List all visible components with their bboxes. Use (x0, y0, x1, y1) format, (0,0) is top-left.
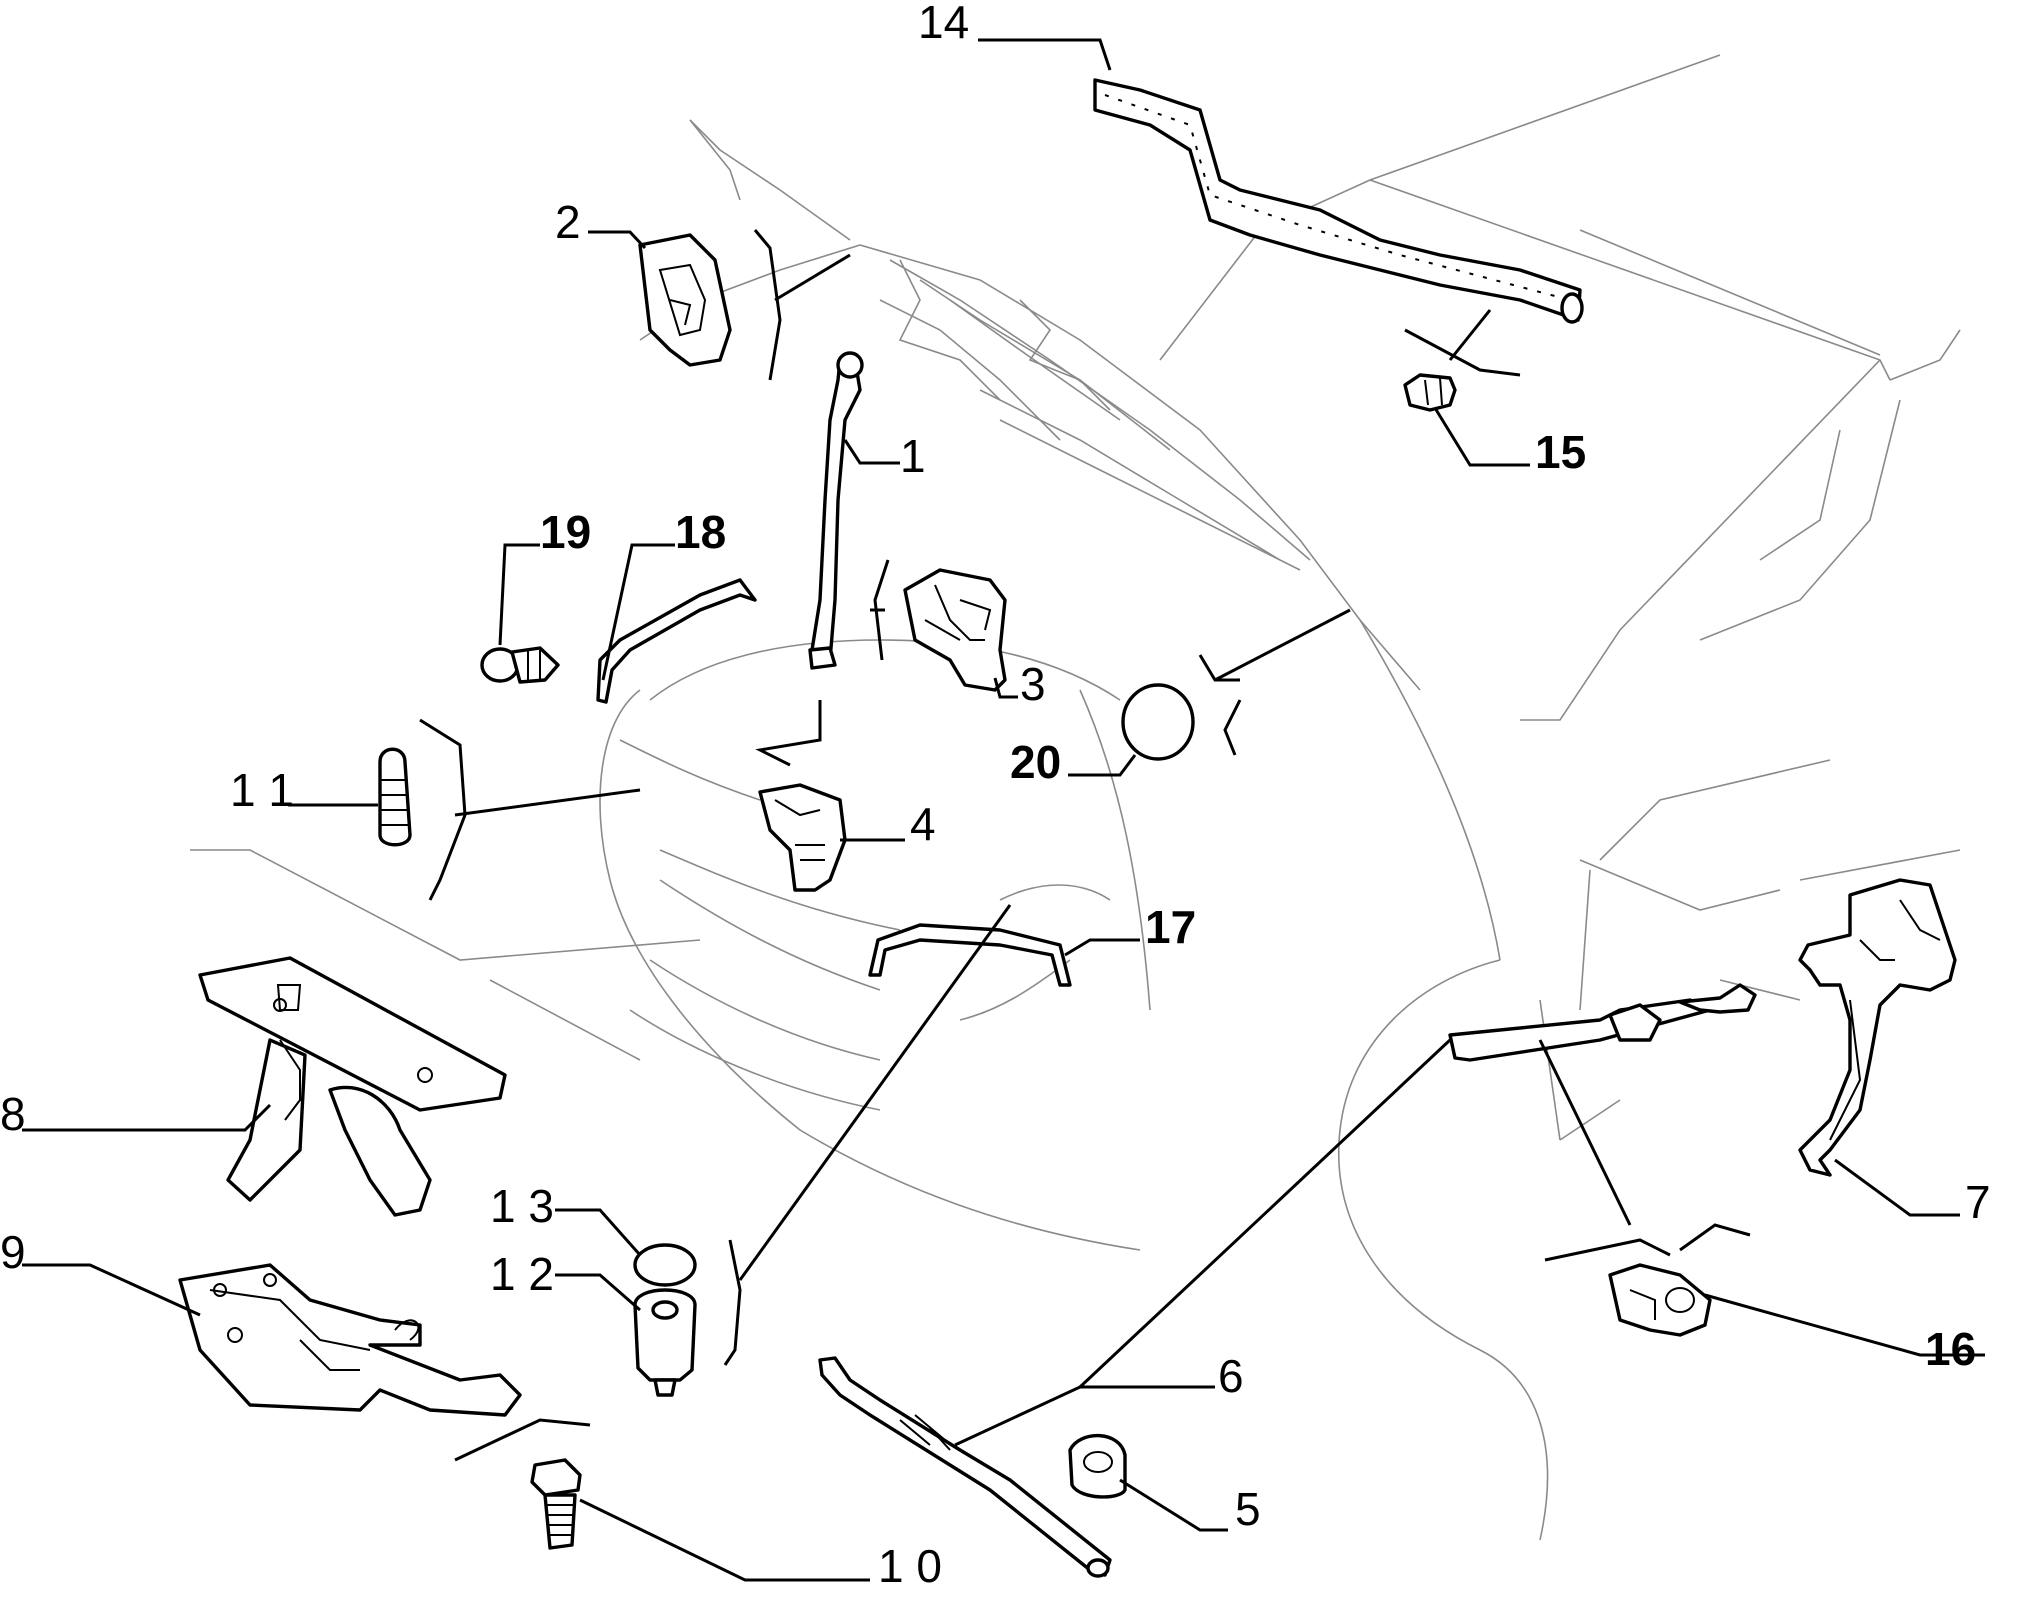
callout-11: 1 1 (230, 764, 294, 816)
part-10-bolt (530, 1458, 582, 1550)
callout-5: 5 (1235, 1483, 1261, 1535)
callout-20: 20 (1010, 736, 1061, 788)
part-14-hood-seal (1093, 78, 1584, 324)
callout-19: 19 (540, 506, 591, 558)
callout-7: 7 (1965, 1176, 1991, 1228)
callout-15: 15 (1535, 426, 1586, 478)
part-4-hood-striker (758, 783, 847, 892)
part-9-hinge-plate (178, 1263, 522, 1417)
callout-9: 9 (0, 1226, 26, 1278)
car-body-outline (190, 54, 1961, 1541)
callout-8: 8 (0, 1088, 26, 1140)
part-19-plug (480, 646, 560, 684)
part-8-mounting-bracket (198, 956, 507, 1217)
callout-13: 1 3 (490, 1180, 554, 1232)
callout-17: 17 (1145, 901, 1196, 953)
part-7-release-handle (1448, 878, 1957, 1177)
callout-3: 3 (1020, 658, 1046, 710)
part-2-hood-bumper-pad (638, 233, 732, 367)
callout-16: 16 (1925, 1323, 1976, 1375)
callout-18: 18 (675, 506, 726, 558)
part-1-hood-prop-rod (808, 351, 864, 670)
callout-10: 1 0 (878, 1540, 942, 1592)
part-3-hood-latch (903, 568, 1007, 692)
callout-6: 6 (1218, 1350, 1244, 1402)
part-6-release-cable (818, 1356, 1112, 1578)
part-20-round-cap (1121, 683, 1195, 761)
leader-lines (22, 38, 1985, 1582)
part-13-cap (633, 1243, 697, 1287)
part-5-grommet (1068, 1433, 1127, 1499)
part-11-bump-stop (378, 747, 412, 847)
callout-2: 2 (555, 196, 581, 248)
part-18-hose (596, 578, 757, 704)
callout-14: 14 (918, 0, 969, 48)
callout-4: 4 (910, 798, 936, 850)
callout-12: 1 2 (490, 1248, 554, 1300)
part-15-push-clip (1403, 373, 1457, 412)
part-12-buffer (633, 1288, 697, 1397)
callout-1: 1 (900, 430, 926, 482)
part-17-rubber-strip (868, 923, 1072, 987)
part-16-clip (1608, 1263, 1712, 1337)
